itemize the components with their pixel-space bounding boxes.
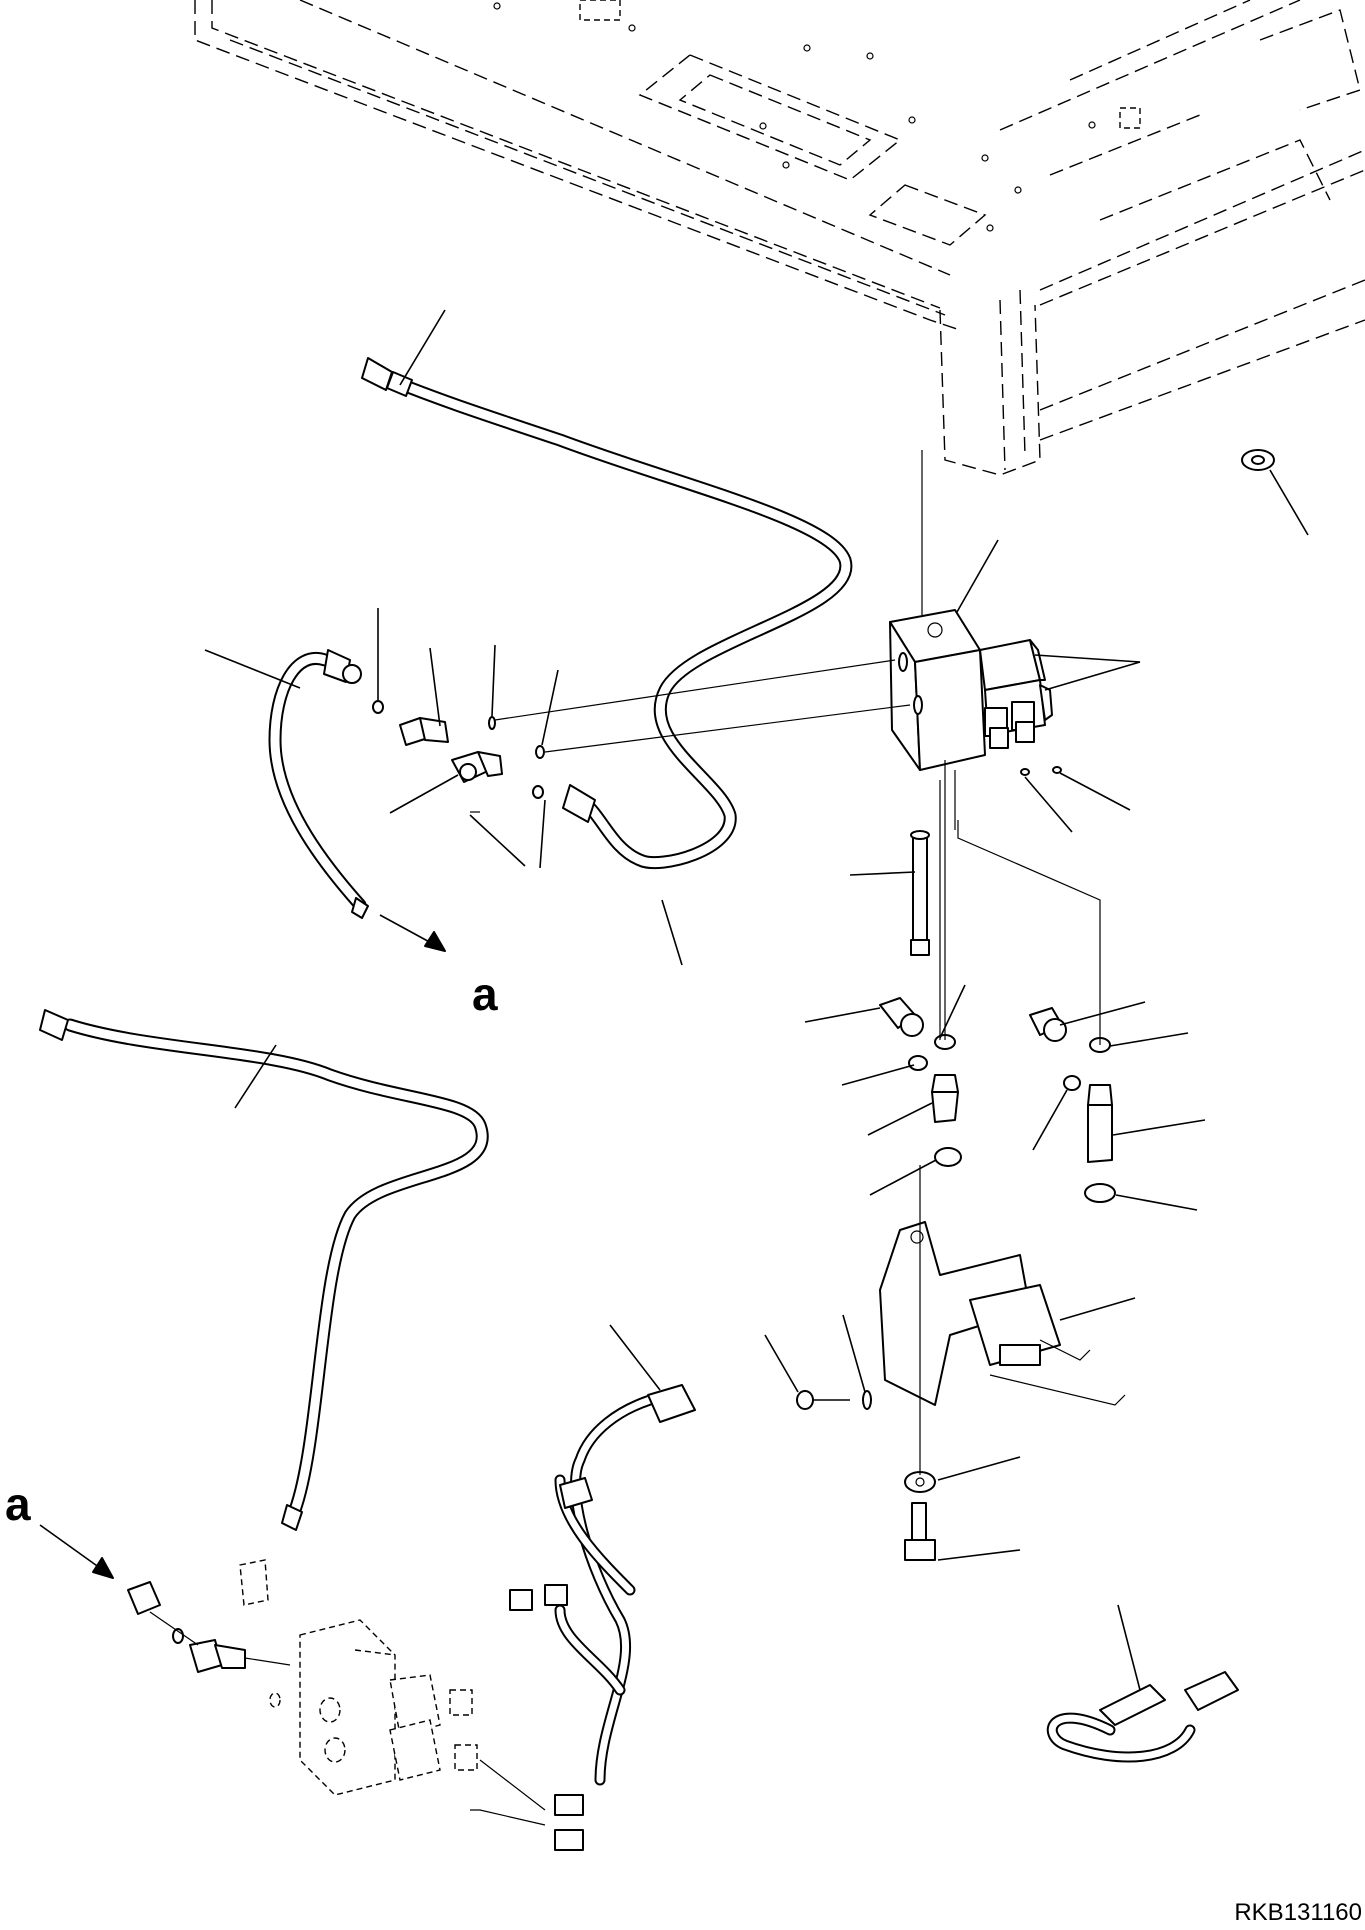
floor-frame [194,0,1365,476]
hose-left [268,649,369,919]
upper-fittings [372,700,545,813]
leader-lines [39,309,1309,1691]
hose-lower [39,1009,489,1531]
wire-harness [509,1384,696,1851]
washer [1241,449,1275,471]
long-bolt [910,766,1062,956]
alignment-lines [149,450,1101,1826]
jumper-harness [1046,1671,1239,1763]
callout-a-upper: a [472,968,498,1020]
callout-a-lower: a [5,1478,31,1530]
hose-upper [361,357,853,870]
solenoid-valve [889,609,1053,771]
pressure-switches [879,997,1116,1203]
mounting-bracket [796,1221,1126,1561]
ghost-valve-assembly [127,1559,478,1796]
drawing-code: RKB131160 [1234,1899,1362,1926]
